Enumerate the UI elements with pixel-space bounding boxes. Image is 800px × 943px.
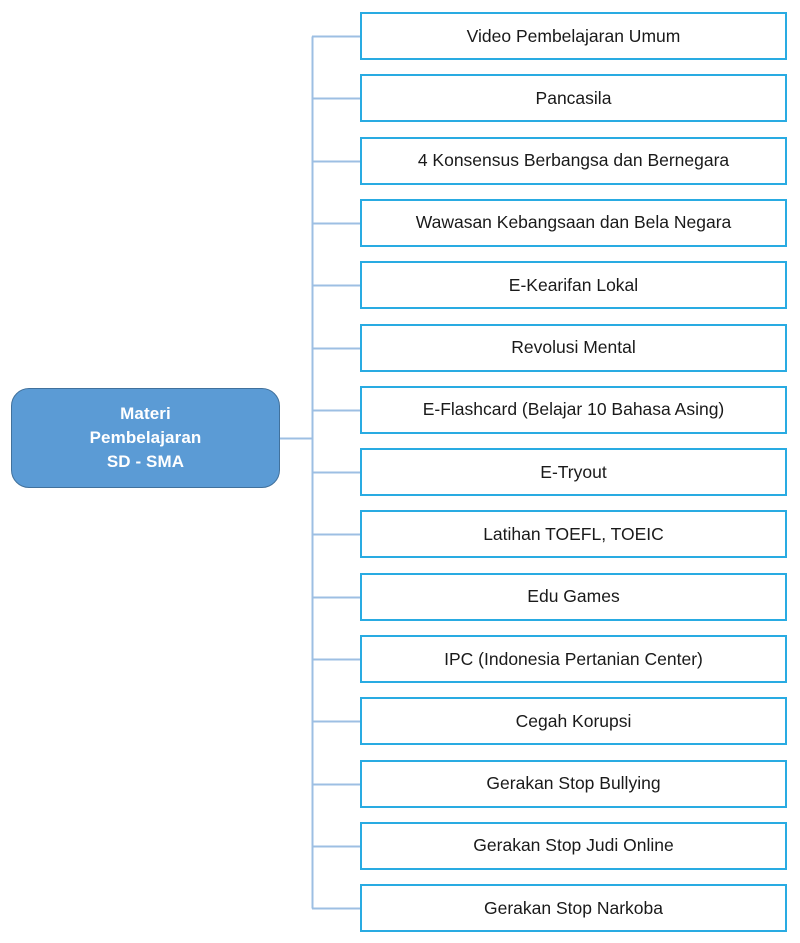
child-node[interactable]: Revolusi Mental [360, 323, 787, 372]
child-node[interactable]: Cegah Korupsi [360, 697, 787, 746]
child-node[interactable]: Edu Games [360, 572, 787, 621]
child-node-label: 4 Konsensus Berbangsa dan Bernegara [417, 150, 730, 171]
child-node-label: E-Kearifan Lokal [508, 274, 639, 295]
child-node[interactable]: Gerakan Stop Narkoba [360, 884, 787, 933]
child-node-label: Latihan TOEFL, TOEIC [483, 523, 664, 544]
child-node-label: Cegah Korupsi [515, 710, 632, 731]
root-node[interactable]: Materi Pembelajaran SD - SMA [11, 388, 280, 488]
child-node[interactable]: IPC (Indonesia Pertanian Center) [360, 635, 787, 683]
child-node[interactable]: Wawasan Kebangsaan dan Bela Negara [360, 198, 787, 247]
child-node-label: E-Flashcard (Belajar 10 Bahasa Asing) [422, 399, 725, 420]
child-node[interactable]: E-Tryout [360, 448, 787, 497]
child-node-label: Pancasila [535, 87, 612, 108]
child-node[interactable]: Pancasila [360, 74, 787, 123]
child-node[interactable]: Latihan TOEFL, TOEIC [360, 510, 787, 559]
child-node[interactable]: Video Pembelajaran Umum [360, 12, 787, 60]
root-node-label: Materi Pembelajaran SD - SMA [89, 403, 202, 472]
child-node[interactable]: 4 Konsensus Berbangsa dan Bernegara [360, 136, 787, 185]
child-node-label: Wawasan Kebangsaan dan Bela Negara [415, 212, 732, 233]
child-node[interactable]: Gerakan Stop Judi Online [360, 821, 787, 870]
child-node-label: Gerakan Stop Judi Online [473, 835, 674, 856]
child-node-label: IPC (Indonesia Pertanian Center) [444, 648, 703, 669]
child-node-label: Video Pembelajaran Umum [466, 25, 681, 46]
child-node-label: Edu Games [527, 586, 620, 607]
child-node[interactable]: E-Flashcard (Belajar 10 Bahasa Asing) [360, 385, 787, 434]
child-node-label: Gerakan Stop Bullying [486, 773, 661, 794]
child-node-label: E-Tryout [540, 461, 607, 482]
child-node-label: Gerakan Stop Narkoba [484, 897, 663, 918]
child-node-label: Revolusi Mental [511, 337, 636, 357]
child-node[interactable]: Gerakan Stop Bullying [360, 759, 787, 808]
child-node[interactable]: E-Kearifan Lokal [360, 261, 787, 310]
